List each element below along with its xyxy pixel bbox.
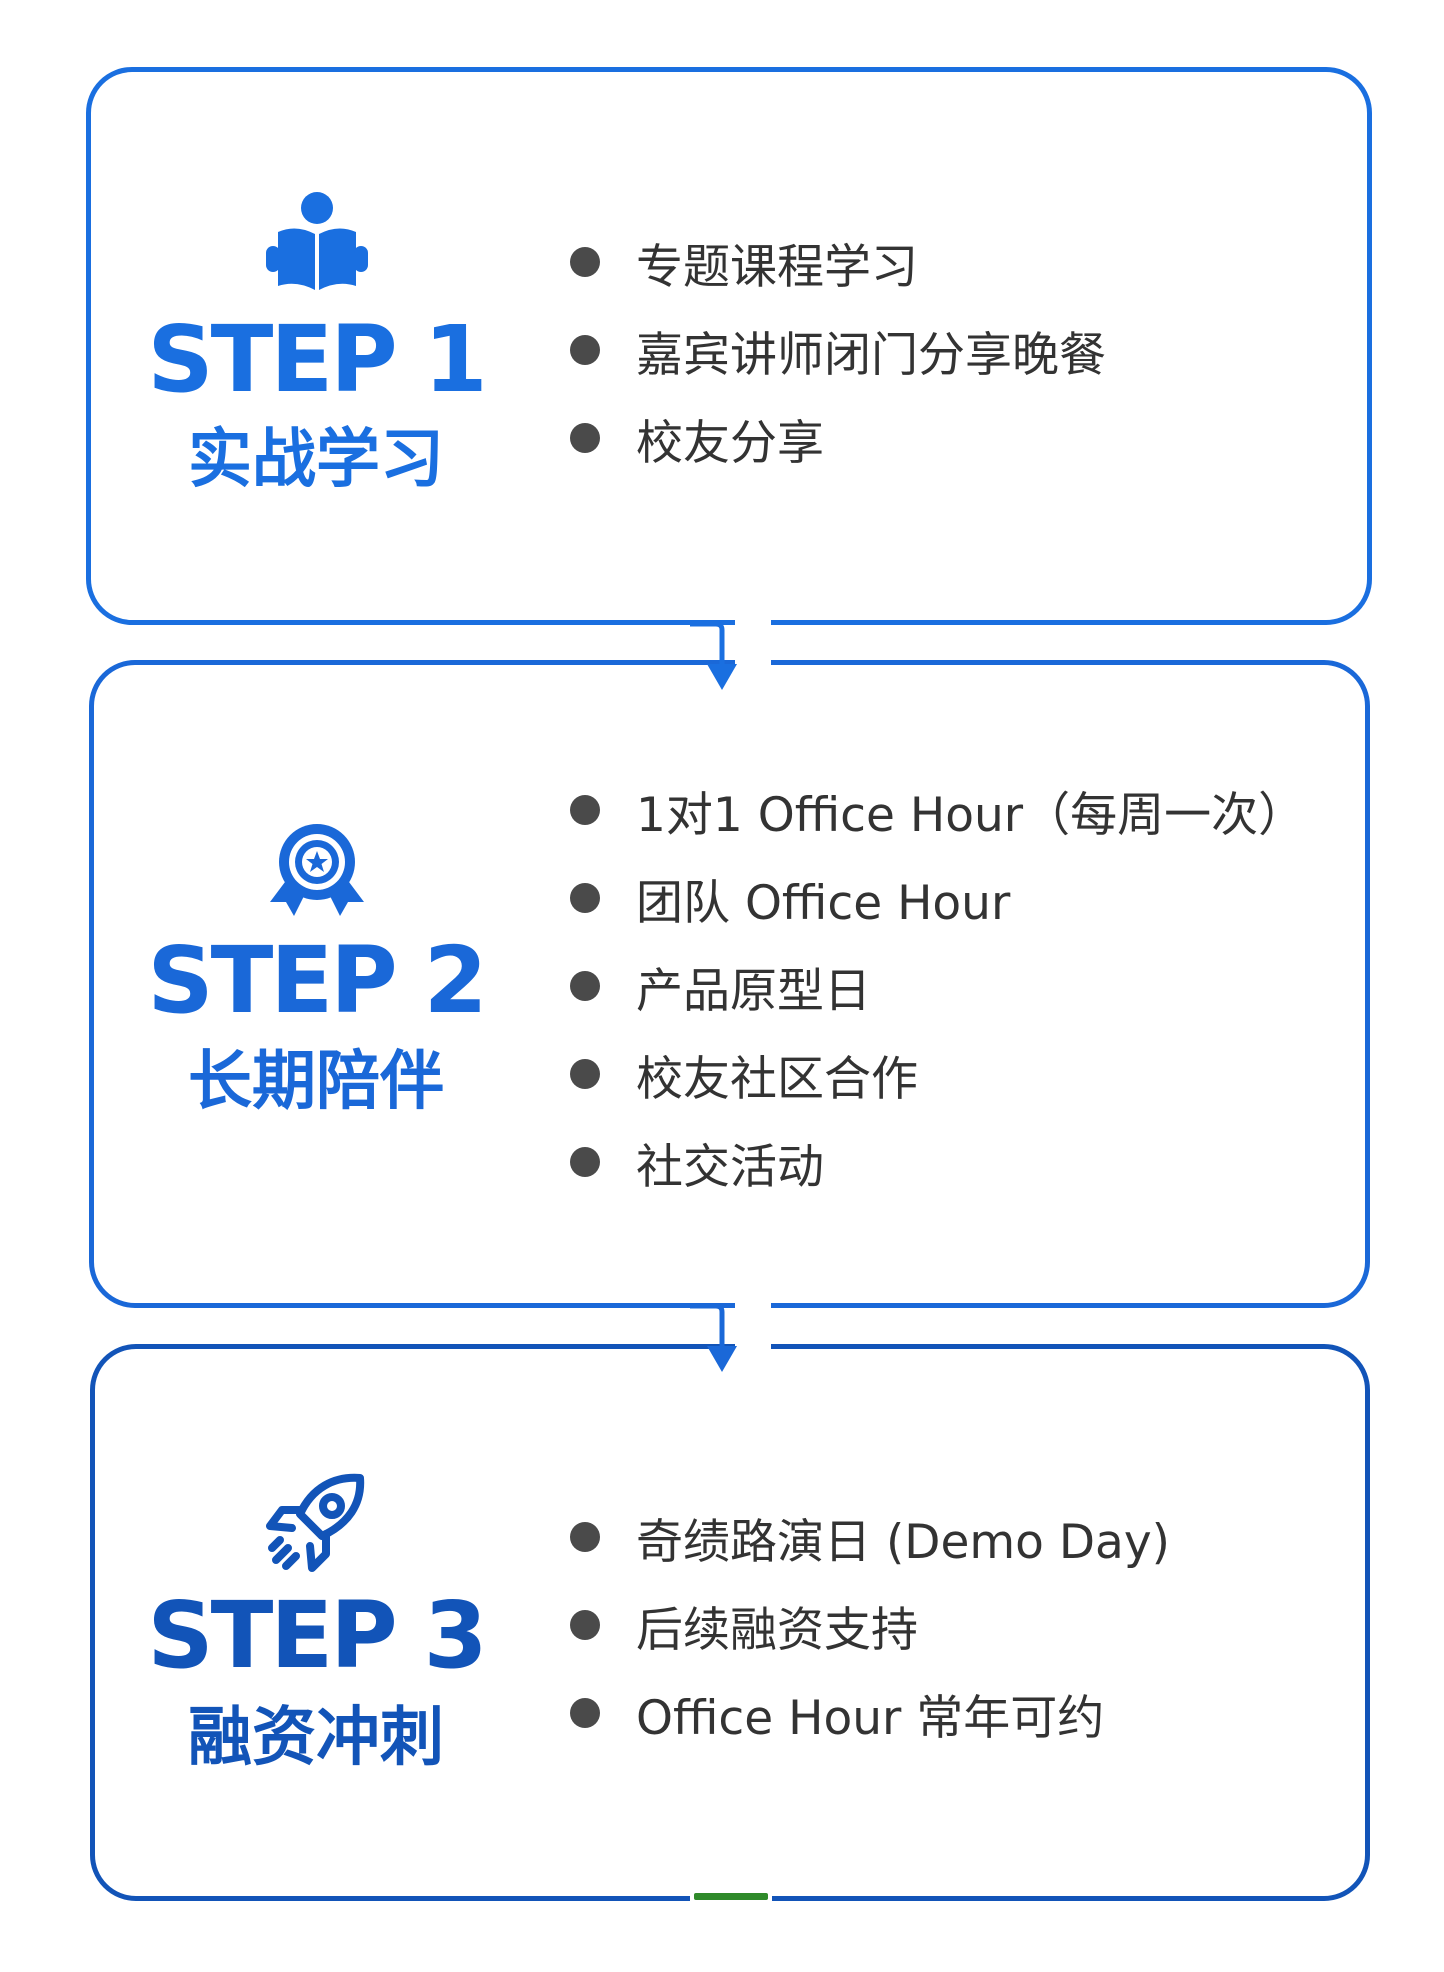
list-item-text: 校友分享: [636, 415, 824, 471]
step-2-list: 1对1 Office Hour（每周一次） 团队 Office Hour 产品原…: [570, 766, 1305, 1206]
list-item-text: 专题课程学习: [636, 239, 918, 295]
list-item-text: 后续融资支持: [636, 1602, 918, 1658]
step-title: STEP 1: [147, 306, 487, 413]
bullet-dot: [570, 335, 600, 365]
list-item-text: 校友社区合作: [636, 1051, 918, 1107]
bullet-dot: [570, 971, 600, 1001]
list-item-text: 1对1 Office Hour（每周一次）: [636, 787, 1306, 843]
list-item-text: Office Hour 常年可约: [636, 1690, 1105, 1746]
bullet-dot: [570, 1610, 600, 1640]
step-title: STEP 3: [147, 1582, 487, 1689]
step-title: STEP 2: [147, 927, 487, 1034]
bullet-dot: [570, 1147, 600, 1177]
connector-gap: [735, 1290, 771, 1364]
list-item-text: 团队 Office Hour: [636, 875, 1011, 931]
list-item: 嘉宾讲师闭门分享晚餐: [570, 306, 1106, 394]
step-1-card: [86, 67, 1372, 625]
list-item-text: 产品原型日: [636, 963, 871, 1019]
green-accent: [694, 1893, 768, 1900]
list-item-text: 社交活动: [636, 1139, 824, 1195]
list-item: 校友社区合作: [570, 1030, 1305, 1118]
rocket-icon: [266, 1473, 365, 1572]
list-item: Office Hour 常年可约: [570, 1669, 1170, 1757]
step-1-list: 专题课程学习 嘉宾讲师闭门分享晚餐 校友分享: [570, 218, 1106, 482]
list-item: 专题课程学习: [570, 218, 1106, 306]
list-item: 产品原型日: [570, 942, 1305, 1030]
list-item: 后续融资支持: [570, 1581, 1170, 1669]
bullet-dot: [570, 1698, 600, 1728]
connector-gap: [735, 608, 771, 680]
reader-icon: [266, 192, 368, 290]
badge-icon: [270, 824, 364, 916]
bullet-dot: [570, 247, 600, 277]
step-3-list: 奇绩路演日 (Demo Day) 后续融资支持 Office Hour 常年可约: [570, 1493, 1170, 1757]
list-item: 奇绩路演日 (Demo Day): [570, 1493, 1170, 1581]
bullet-dot: [570, 883, 600, 913]
step-subtitle: 长期陪伴: [188, 1045, 444, 1119]
down-arrow-icon: [690, 1303, 737, 1372]
bullet-dot: [570, 423, 600, 453]
list-item: 1对1 Office Hour（每周一次）: [570, 766, 1305, 854]
bullet-dot: [570, 1522, 600, 1552]
step-subtitle: 融资冲刺: [188, 1701, 444, 1775]
list-item: 团队 Office Hour: [570, 854, 1305, 942]
list-item: 社交活动: [570, 1118, 1305, 1206]
list-item-text: 嘉宾讲师闭门分享晚餐: [636, 327, 1106, 383]
bullet-dot: [570, 1059, 600, 1089]
step-2-card: [89, 660, 1370, 1308]
down-arrow-icon: [690, 621, 737, 690]
list-item-text: 奇绩路演日 (Demo Day): [636, 1514, 1171, 1570]
list-item: 校友分享: [570, 394, 1106, 482]
step-subtitle: 实战学习: [188, 423, 444, 497]
bullet-dot: [570, 795, 600, 825]
